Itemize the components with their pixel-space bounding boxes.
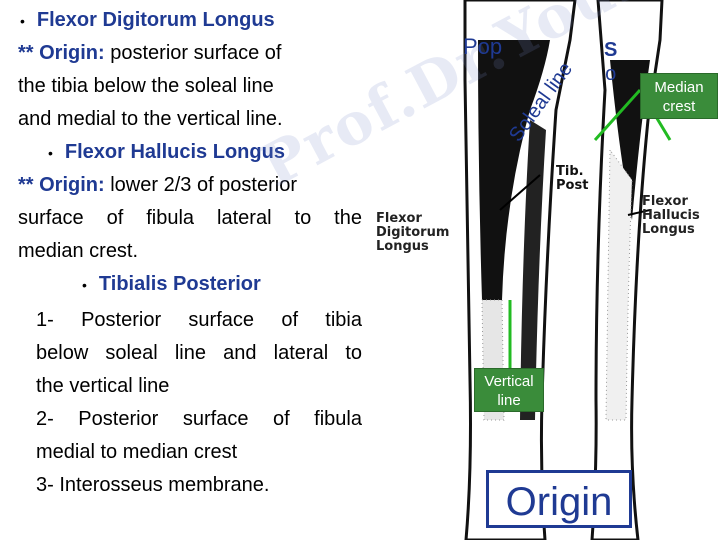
origin-pointer-right (627, 209, 651, 216)
pop-label: Pop (463, 34, 503, 59)
bullet-tp: • Tibialis Posterior (82, 268, 261, 302)
fdl-origin-prefix: ** (18, 42, 40, 64)
median-crest-arrow-1 (593, 88, 642, 142)
tibia-shading-right (520, 120, 546, 420)
fdl-origin-text-1: posterior surface of (110, 42, 282, 64)
fibula-dots (605, 148, 633, 421)
fdl-title: Flexor Digitorum Longus (36, 9, 275, 31)
fhl-origin-prefix: ** (18, 174, 40, 196)
fdl-origin-line1: ** Origin: posterior surface of (18, 37, 281, 70)
tibia-shading (478, 40, 550, 300)
hand-fhl-3: Longus (642, 222, 695, 237)
fhl-origin-label: Origin: (39, 174, 105, 196)
hand-tib-1: Tib. (556, 164, 584, 179)
so-label-s: S (604, 39, 618, 61)
tp-title: Tibialis Posterior (98, 273, 261, 295)
hand-label-fdl: Flexor Digitorum Longus (376, 212, 449, 254)
fdl-origin-label: Origin: (39, 42, 105, 64)
fhl-title: Flexor Hallucis Longus (64, 141, 285, 163)
hand-fhl-1: Flexor (642, 194, 688, 209)
bullet-fhl: • Flexor Hallucis Longus (48, 136, 285, 170)
tp-line-2: below soleal line and lateral to (36, 342, 362, 364)
vertical-line-line2: line (497, 392, 521, 409)
fhl-origin-text-1: lower 2/3 of posterior (110, 174, 297, 196)
fhl-origin-line1: ** Origin: lower 2/3 of posterior (18, 169, 297, 202)
fhl-origin-line3: median crest. (18, 240, 139, 262)
hand-label-fhl: Flexor Hallucis Longus (642, 195, 700, 237)
hand-label-tib-post: Tib. Post (556, 165, 588, 193)
hand-fdl-2: Digitorum (376, 225, 450, 240)
vertical-line-line1: Vertical (484, 373, 534, 390)
so-label: S o (604, 38, 617, 86)
bullet-fdl: • Flexor Digitorum Longus (20, 4, 275, 38)
tp-line-4: 2- Posterior surface of fibula (36, 408, 362, 430)
hand-tib-2: Post (556, 178, 589, 193)
hand-fhl-2: Hallucis (642, 208, 700, 223)
tp-line-1: 1- Posterior surface of tibia (36, 309, 362, 331)
bullet-dot: • (20, 13, 25, 29)
fdl-origin-line2: the tibia below the soleal line (18, 75, 274, 97)
hand-fdl-1: Flexor (376, 211, 422, 226)
tp-line-3: the vertical line (36, 375, 170, 397)
hand-fdl-3: Longus (376, 239, 429, 254)
bullet-dot: • (82, 277, 87, 293)
median-crest-label: Median crest (640, 73, 718, 119)
origin-pointer-left (499, 174, 541, 211)
median-crest-line1: Median (654, 79, 704, 96)
origin-box: Origin (486, 470, 632, 528)
median-crest-line2: crest (662, 98, 696, 115)
vertical-line-label: Vertical line (474, 368, 544, 412)
bullet-dot: • (48, 145, 53, 161)
so-label-o: o (605, 63, 617, 85)
tp-line-5: medial to median crest (36, 441, 238, 463)
fdl-origin-line3: and medial to the vertical line. (18, 108, 283, 130)
fhl-origin-line2: surface of fibula lateral to the (18, 207, 362, 229)
tp-line-6: 3- Interosseus membrane. (36, 474, 270, 496)
